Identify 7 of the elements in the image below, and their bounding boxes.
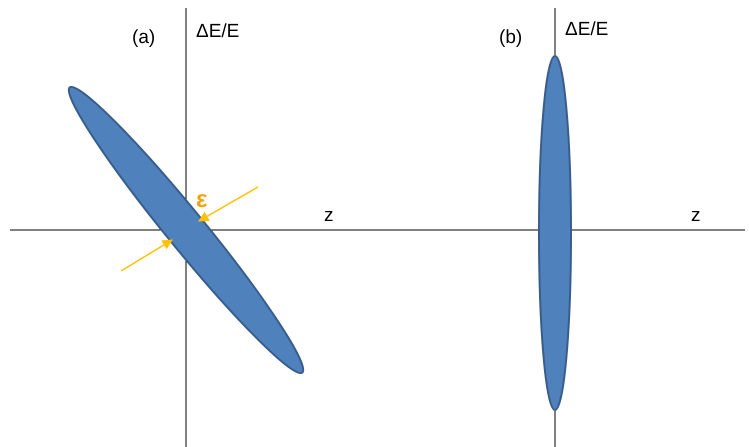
axis-label: ΔE/E: [196, 22, 240, 41]
axis-label: ΔE/E: [565, 20, 608, 39]
axis-label: z: [691, 206, 700, 225]
axis-label: z: [324, 206, 334, 225]
symbol-label: ε: [196, 188, 208, 212]
panel-label: (a): [132, 28, 156, 47]
panel-label: (b): [499, 28, 522, 47]
